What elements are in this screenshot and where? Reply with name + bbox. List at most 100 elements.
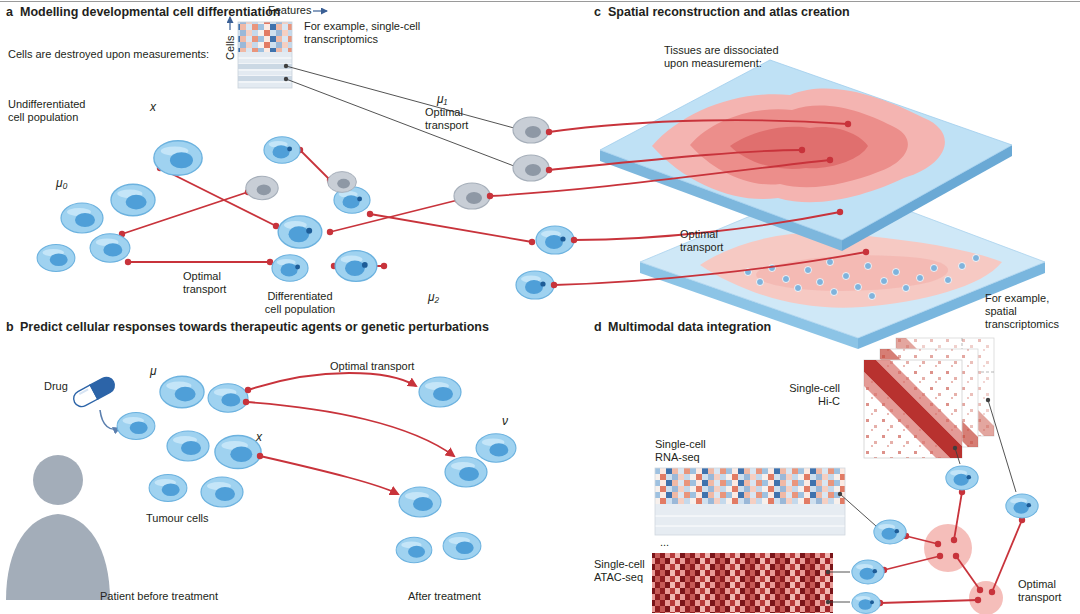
transport-line (880, 492, 1022, 603)
measured-cell (454, 183, 490, 209)
spatial-spot (903, 285, 910, 292)
drug-capsule (79, 389, 88, 394)
rna-heatmap (655, 516, 845, 517)
hic-matrix (864, 372, 950, 458)
tissue-slice (600, 60, 1012, 240)
tumour-cell (160, 376, 204, 408)
spatial-spot (973, 255, 980, 262)
transcriptomics-heatmap (238, 82, 292, 83)
differentiated-cell (272, 255, 308, 282)
tissue-slice (690, 105, 908, 187)
top-rule (0, 1, 1080, 2)
transport-arrow (260, 456, 398, 494)
leader-line (286, 79, 514, 166)
rna-heatmap (655, 526, 845, 527)
transcriptomics-heatmap (238, 70, 292, 71)
spatial-spot (805, 267, 812, 274)
spatial-spot (855, 284, 862, 291)
modality-label: Single-cell Hi-C (778, 382, 840, 408)
transport-line (954, 492, 962, 540)
rna-heatmap (655, 468, 845, 504)
spatial-spot (869, 293, 876, 300)
drug-capsule (71, 375, 117, 410)
transcriptomics-heatmap (238, 22, 292, 88)
atac-heatmap (652, 553, 833, 613)
tumour-cell (215, 436, 261, 469)
math-symbol: μ₀ (56, 176, 68, 190)
annotation: Tissues are dissociated upon measurement… (664, 44, 789, 70)
transport-line (906, 536, 938, 544)
anchor-circle (924, 524, 972, 572)
panel-letter: a (6, 5, 13, 20)
spatial-spot (757, 279, 764, 286)
tumour-cell (443, 533, 481, 560)
annotation: For example, single-cell transcriptomics (304, 20, 429, 46)
hic-matrix (864, 338, 994, 458)
tumour-cell (167, 431, 209, 461)
spatial-spot (831, 289, 838, 296)
profiled-cell (1006, 494, 1038, 518)
spatial-spot (959, 263, 966, 270)
measured-cell (513, 155, 549, 181)
spatial-spot (795, 285, 802, 292)
spatial-spot (783, 276, 790, 283)
undifferentiated-cell (37, 141, 202, 272)
panel-title: Predict cellular responses towards thera… (20, 320, 489, 335)
panel-title: Spatial reconstruction and atlas creatio… (608, 5, 850, 20)
transport-arrow (246, 373, 454, 494)
measured-cell (328, 172, 357, 193)
population-label: Undifferentiated cell population (8, 98, 103, 124)
panel-letter: b (6, 320, 14, 335)
transport-line (549, 120, 848, 132)
profiled-cell (852, 593, 881, 614)
undifferentiated-cell (61, 203, 103, 233)
spatial-spot (881, 278, 888, 285)
spatial-spot (945, 277, 952, 284)
leader-line (286, 66, 514, 166)
process-label: Optimal transport (330, 360, 414, 373)
modality-label: Single-cell RNA-seq (655, 438, 719, 464)
annotation: Drug (44, 380, 68, 393)
tumour-cell (149, 475, 187, 502)
spatial-spot (843, 273, 850, 280)
transport-line (490, 160, 830, 196)
annotation: Tumour cells (146, 512, 209, 525)
math-symbol: μ₂ (428, 290, 439, 304)
tumour-cell (445, 457, 487, 487)
transport-line (884, 556, 940, 570)
measured-cell (246, 176, 278, 199)
tumour-cell (117, 413, 155, 440)
profiled-cell (874, 520, 906, 544)
tumour-cell (419, 377, 461, 407)
panel-title: Modelling developmental cell differentia… (20, 5, 280, 20)
patient-silhouette (33, 455, 83, 505)
annotation: After treatment (408, 590, 481, 603)
transport-line (128, 261, 270, 263)
transcriptomics-heatmap (238, 58, 292, 59)
axis-label: Features (268, 4, 311, 17)
annotation: Cells are destroyed upon measurements: (8, 48, 209, 61)
math-symbol: μ₁ (437, 92, 447, 106)
axis-label: Cells (224, 36, 237, 60)
profiled-cell (852, 466, 1038, 613)
annotation: For example, spatial transcriptomics (985, 292, 1065, 332)
transport-line (992, 520, 1022, 592)
annotation: ... (660, 536, 669, 549)
spatial-spot (817, 279, 824, 286)
transport-line (956, 556, 980, 590)
leader-line (828, 572, 850, 573)
tumour-cell (208, 384, 248, 413)
atac-heatmap (652, 553, 833, 613)
patient-silhouette (6, 514, 110, 600)
spatial-spot (917, 275, 924, 282)
tumour-cell (201, 477, 243, 507)
patient-silhouette (6, 455, 110, 600)
differentiated-cell (278, 216, 322, 248)
drug-capsule (90, 375, 117, 399)
spatial-spot (893, 269, 900, 276)
transport-line (300, 150, 330, 180)
transport-arrow (248, 373, 416, 390)
spatial-spot (931, 265, 938, 272)
transport-line (880, 600, 978, 603)
annotation: Patient before treatment (100, 590, 218, 603)
